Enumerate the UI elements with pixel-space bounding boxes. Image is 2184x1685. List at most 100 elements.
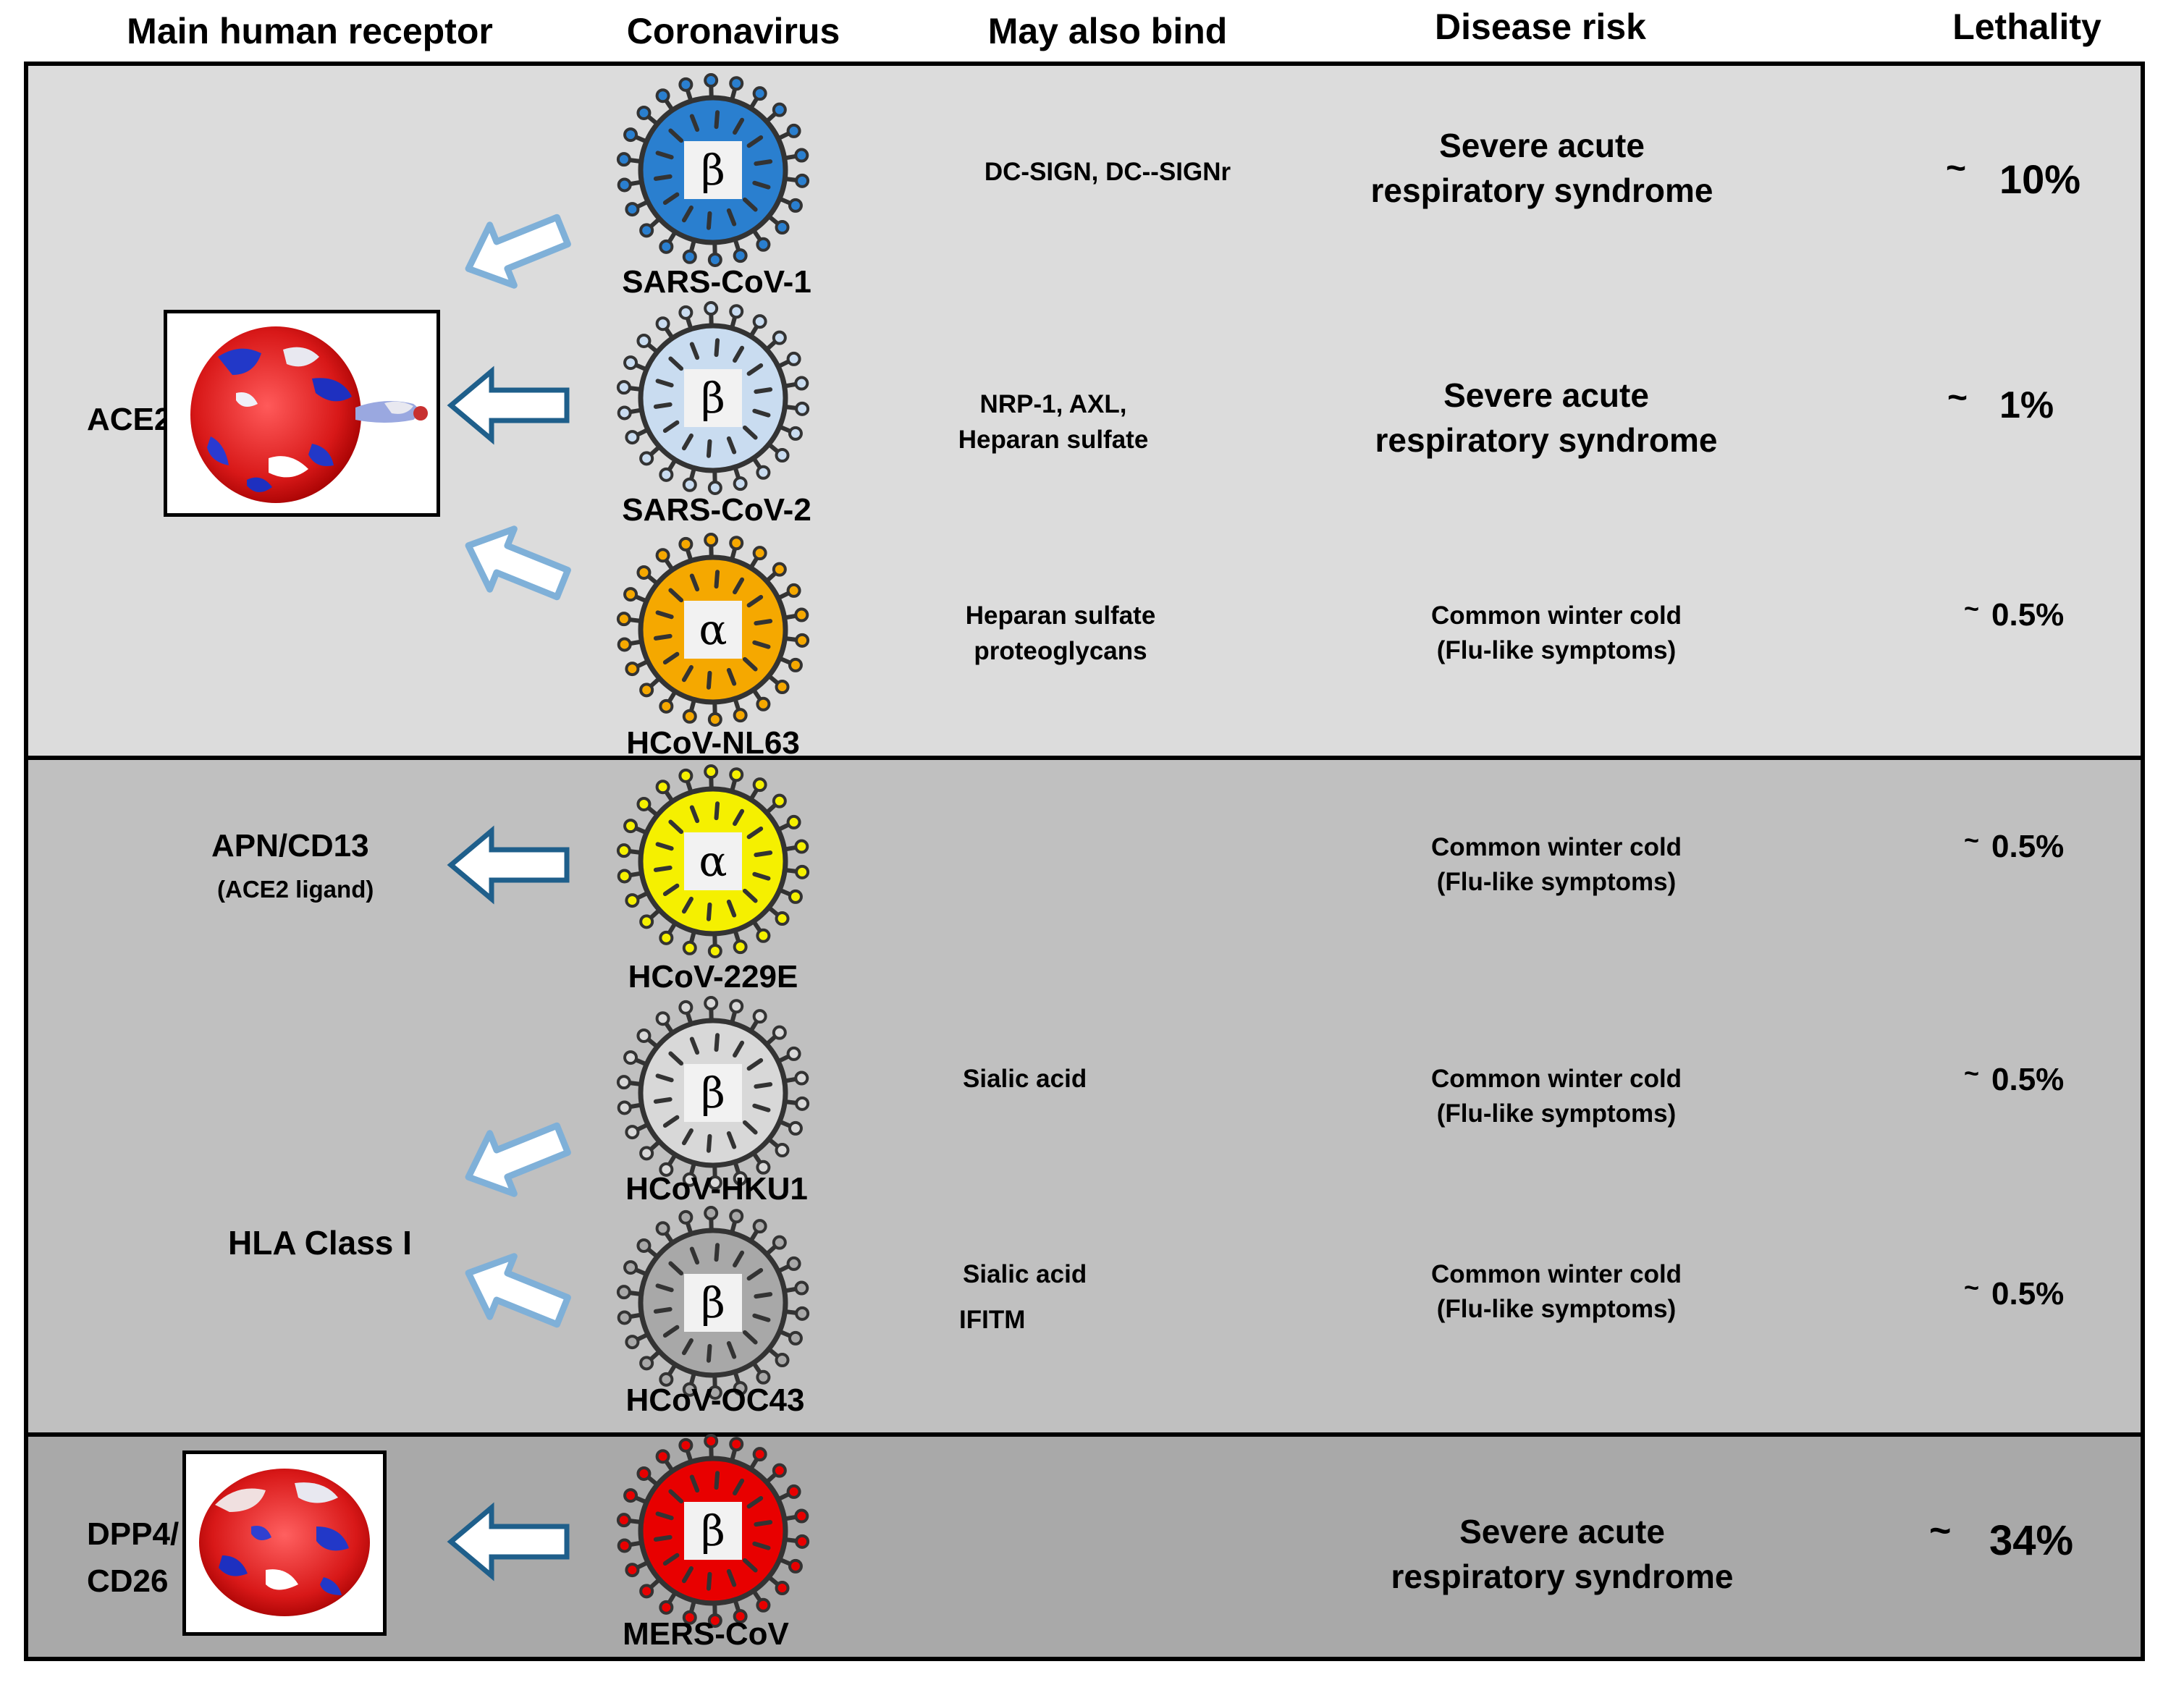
disease-line: respiratory syndrome [1370, 172, 1713, 210]
virus-spike-head [752, 1447, 767, 1462]
virus-rna-mark [681, 1128, 693, 1146]
virus-rna-mark [653, 1097, 673, 1104]
virus-spike-head [625, 1125, 640, 1140]
virus-rna-mark [653, 1306, 673, 1314]
virus-rna-mark [681, 1566, 693, 1584]
virus-rna-mark [714, 110, 720, 130]
virus-spike-head [639, 451, 654, 466]
virus-rna-mark [742, 1330, 758, 1345]
lethality-tilde: ~ [1947, 379, 1968, 417]
virus-spike-head [788, 1330, 803, 1346]
virus-rna-mark [653, 402, 673, 409]
virus-spike-head [733, 1171, 748, 1186]
band-apn-hla [24, 756, 2145, 1437]
genus-label-box [684, 369, 742, 427]
genus-label: α [699, 605, 727, 654]
virus-spike-head [616, 612, 631, 627]
virus-rna-mark [742, 1558, 758, 1573]
virus-spike-head [772, 793, 787, 808]
virus-spike-head [707, 1613, 722, 1628]
also-bind-text: Heparan sulfate [965, 601, 1156, 630]
virus-rna-mark [662, 420, 680, 434]
virus-rna-mark [746, 135, 764, 148]
virus-rna-mark [655, 1283, 674, 1293]
virus-spike-head [752, 1009, 767, 1024]
disease-line: (Flu-like symptoms) [1436, 868, 1677, 897]
disease-line: Common winter cold [1430, 1065, 1682, 1093]
virus-spike-head [623, 819, 638, 834]
virus-spike-head [795, 633, 810, 648]
arrow-oc43-faded-icon [465, 1253, 571, 1328]
virus-spike-head [639, 1356, 654, 1371]
virus-rna-mark [726, 667, 737, 686]
virus-rna-mark [689, 573, 700, 592]
disease-risk: Severe acute respiratory syndrome [1375, 373, 1718, 463]
virus-spike-head [756, 237, 771, 252]
virus-spike-head [733, 476, 748, 491]
virus-rna-mark [681, 205, 693, 223]
virus-spike-head [795, 1096, 810, 1111]
virus-spike-head [729, 1437, 744, 1452]
virus-rna-mark [689, 1036, 700, 1055]
virus-rna-mark [746, 1267, 764, 1281]
virus-spike-head [729, 536, 744, 551]
virus-rna-mark [754, 1082, 773, 1089]
genus-label-box [684, 141, 742, 199]
virus-spike-head [616, 1075, 631, 1090]
virus-rna-mark [653, 174, 673, 181]
arrow-sars2-icon [447, 366, 570, 445]
virus-spike-head [707, 1385, 722, 1400]
virus-spike-head [639, 223, 654, 238]
virus-spike-head [786, 1256, 801, 1271]
virus-rna-mark [754, 387, 773, 394]
also-bind-text: Sialic acid [963, 1065, 1087, 1093]
genus-label-box [684, 1274, 742, 1332]
virus-spike-head [729, 767, 744, 782]
virus-name: HCoV-OC43 [625, 1382, 805, 1418]
ace2-structure-graphic [190, 326, 428, 503]
virus-spike-head [623, 1050, 638, 1065]
virus-spike-head [682, 1610, 697, 1625]
also-bind-text: Heparan sulfate [958, 426, 1149, 454]
virus-spike-head [704, 533, 719, 548]
virus-spike-head [775, 680, 790, 695]
virus-rna-mark [726, 436, 737, 455]
virus-spike-head [682, 709, 697, 724]
receptor-ace2: ACE2 [87, 402, 172, 437]
disease-risk: Common winter cold (Flu-like symptoms) [1431, 1257, 1682, 1327]
virus-spike-head [616, 380, 631, 395]
virus-rna-mark [752, 871, 771, 881]
virus-spike-head [733, 708, 748, 723]
receptor-hla: HLA Class I [228, 1224, 412, 1262]
virus-spike-head [794, 1070, 809, 1086]
virus-rna-mark [681, 664, 693, 683]
virus-rna-mark [706, 670, 712, 690]
virus-spike-head [704, 1206, 719, 1221]
virus-rna-mark [662, 651, 680, 665]
virus-mers-cov-icon: β [616, 1434, 810, 1628]
virus-rna-mark [752, 1313, 771, 1322]
disease-risk: Severe acute respiratory syndrome [1391, 1509, 1734, 1599]
genus-label-box [684, 832, 742, 890]
virus-spike-head [636, 796, 652, 811]
disease-line: respiratory syndrome [1375, 421, 1718, 460]
virus-spike-head [625, 662, 640, 677]
virus-spike-head [707, 1175, 722, 1190]
virus-spike-head [625, 1563, 640, 1578]
virus-rna-mark [653, 1534, 673, 1542]
virus-spike-head [623, 355, 638, 371]
virus-spike-head [678, 1209, 693, 1225]
virus-rna-mark [668, 1489, 684, 1504]
receptor-dpp4-line2: CD26 [87, 1563, 169, 1599]
virus-spike-head [729, 1209, 744, 1224]
virus-spike-head [788, 657, 803, 672]
virus-rna-mark [689, 342, 700, 360]
virus-spike-head [729, 999, 744, 1014]
virus-spike-head [625, 893, 640, 908]
virus-rna-mark [733, 345, 745, 363]
virus-spike-head [678, 1000, 693, 1015]
receptor-apn: APN/CD13 [211, 828, 369, 863]
virus-spike-head [682, 1382, 697, 1397]
virus-spike-head [625, 1335, 640, 1350]
virus-spike-head [655, 1221, 670, 1236]
